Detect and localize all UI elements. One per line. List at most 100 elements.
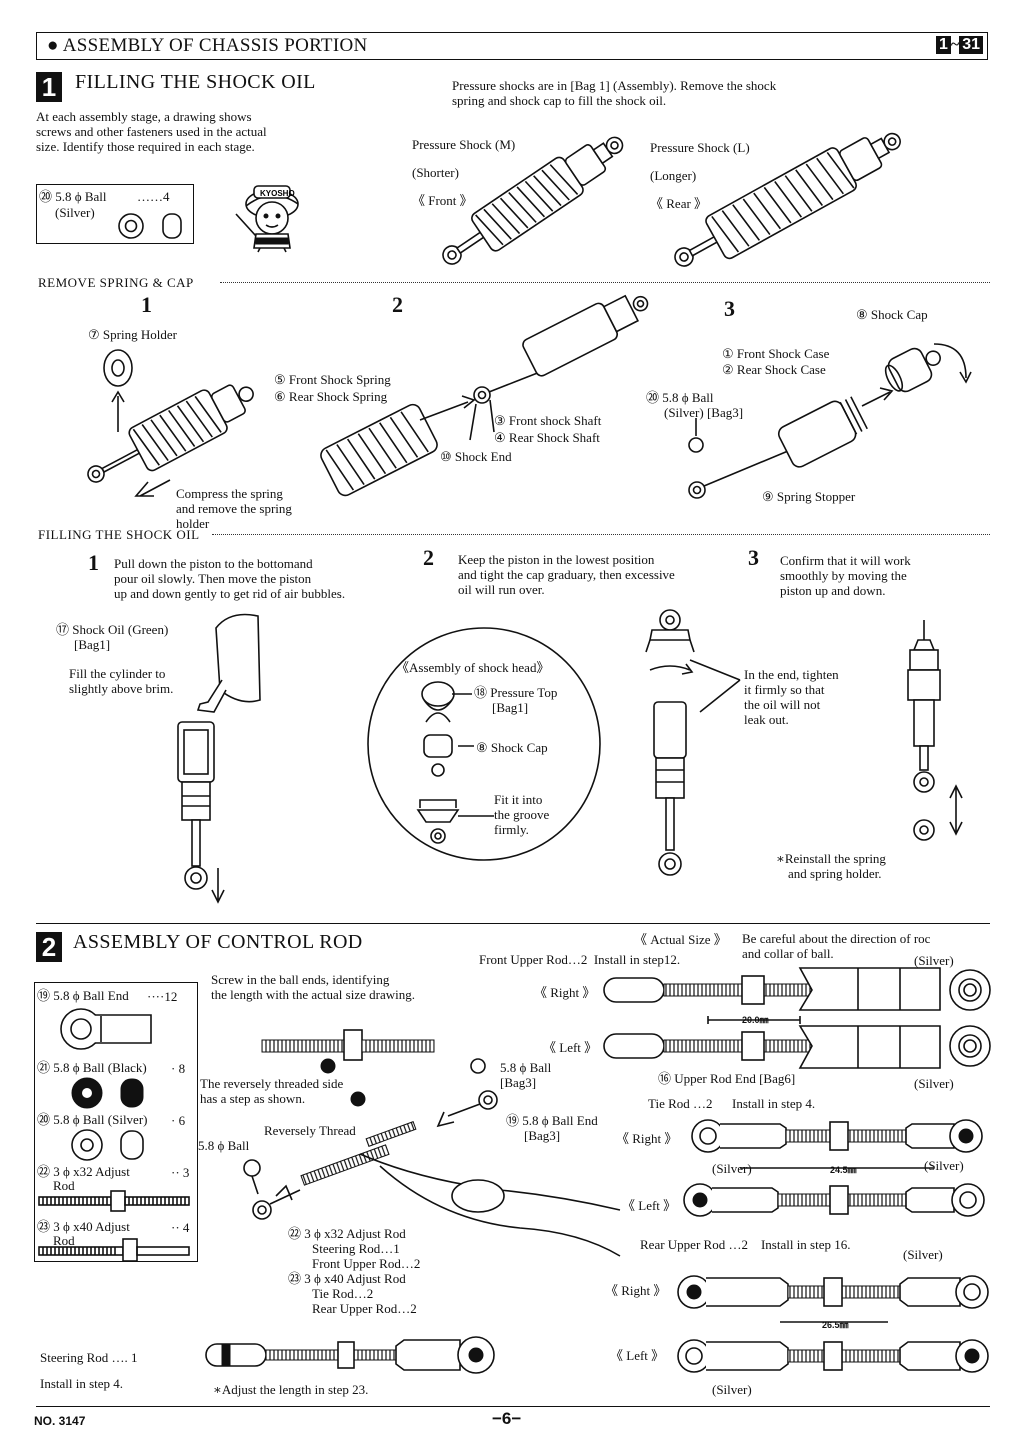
rear-upper-rod-right [677,1275,989,1323]
upper-rod-end-label: ⑯ Upper Rod End [Bag6] [658,1071,796,1086]
oil-bottle-illustration [196,613,261,713]
shock-head-title: 《Assembly of shock head》 [396,660,550,675]
doc-number: NO. 3147 [34,1414,86,1428]
silver-label-2: (Silver) [914,1076,954,1091]
rear-upper-label: Rear Upper Rod …2 Install in step 16. [640,1237,851,1252]
adjust-rod-40-icon [38,1238,190,1261]
range-end: 31 [959,36,983,54]
dim-26-5: 26.5㎜ [822,1320,849,1330]
label-front-case: ① Front Shock Case [722,346,830,361]
label-shock-end: ⑩ Shock End [440,449,512,464]
steering-rod-illustration [205,1336,495,1374]
tie-rod-right: 《 Right 》 [616,1131,678,1146]
svg-text:KYOSHO: KYOSHO [260,189,295,198]
label-shock-cap-2: ⑧ Shock Cap [476,740,548,755]
section1-title: FILLING THE SHOCK OIL [75,71,316,93]
silver-label-3: (Silver) [712,1161,752,1176]
front-upper-right: 《 Right 》 [534,985,596,1000]
rear-upper-right: 《 Right 》 [605,1283,667,1298]
label-rear-shaft: ④ Rear Shock Shaft [494,430,600,445]
front-upper-rod-left [603,1025,991,1069]
dim-24-5: 24.5㎜ [830,1165,857,1175]
dim-20: 20.0㎜ [742,1015,769,1025]
tie-rod-left [683,1183,985,1217]
page-range: 1~31 [935,36,983,54]
section-divider [36,923,990,924]
fill-step2-illustration [645,609,741,876]
pressure-shock-note: Pressure shocks are in [Bag 1] (Assembly… [452,78,777,108]
parts-box-ball: ⑳ 5.8 ϕ Ball ……4 (Silver) [36,184,194,244]
label-shock-oil: ⑰ Shock Oil (Green)[Bag1] [56,622,169,652]
section1-number: 1 [36,72,62,102]
adjust-rod-32-icon [38,1190,190,1212]
label-shock-cap: ⑧ Shock Cap [856,307,928,322]
label-pressure-top: ⑱ Pressure Top[Bag1] [474,685,558,715]
remove-step-2: 2 [392,292,403,317]
silver-ball-icon [71,1129,144,1161]
label-ball-bag3: ⑳ 5.8 ϕ Ball(Silver) [Bag3] [646,390,744,420]
ball-end-icon [60,1008,152,1050]
label-front-spring: ⑤ Front Shock Spring [274,372,391,387]
adjust-rod-list: ㉒ 3 ϕ x32 Adjust Rod Steering Rod…1 Fron… [288,1226,421,1316]
front-upper-left: 《 Left 》 [543,1040,598,1055]
footer-divider [36,1406,990,1407]
label-rear-spring: ⑥ Rear Shock Spring [274,389,388,404]
remove-step-1: 1 [141,292,152,317]
silver-label-1: (Silver) [914,953,954,968]
label-ball-right: 5.8 ϕ Ball[Bag3] [500,1060,552,1090]
range-start: 1 [935,36,951,54]
front-upper-label: Front Upper Rod…2 Install in step12. [479,952,681,967]
silver-label-4: (Silver) [924,1158,964,1173]
section2-number: 2 [36,932,62,962]
tie-rod-label: Tie Rod …2 Install in step 4. [648,1096,816,1111]
label-front-shaft: ③ Front shock Shaft [494,413,602,428]
tie-rod-left: 《 Left 》 [622,1198,677,1213]
fill-step3-illustration [907,620,963,841]
shock-l-label: Pressure Shock (L)(Longer)《 Rear 》 [650,140,750,211]
fill-step-3-num: 3 [748,545,759,570]
adjust-length-note: ∗Adjust the length in step 23. [213,1382,369,1397]
ball-actual-size-icon [118,213,182,239]
label-reversely-thread: Reversely Thread [264,1123,356,1138]
label-ball-end: ⑲ 5.8 ϕ Ball End[Bag3] [506,1113,598,1143]
actual-size-label: 《 Actual Size 》 [634,932,727,947]
filling-label: FILLING THE SHOCK OIL [38,527,200,542]
parts-box-control-rod: ⑲ 5.8 ϕ Ball End ····12 ㉑ 5.8 ϕ Ball (Bl… [34,982,198,1262]
rear-upper-rod-left [677,1339,989,1373]
shock-m-label: Pressure Shock (M)(Shorter)《 Front 》 [412,137,516,208]
remove-spring-label: REMOVE SPRING & CAP [38,275,194,290]
fill-shock-illustration [177,721,225,904]
section2-title: ASSEMBLY OF CONTROL ROD [73,931,363,953]
label-spring-holder: ⑦ Spring Holder [88,327,177,342]
label-spring-stopper: ⑨ Spring Stopper [762,489,856,504]
mascot-icon: KYOSHO [235,185,299,253]
label-ball-left: 5.8 ϕ Ball [198,1138,250,1153]
front-upper-rod-right [603,967,991,1024]
label-rear-case: ② Rear Shock Case [722,362,826,377]
range-sep: ~ [950,36,960,53]
fill-step-1-num: 1 [88,550,99,575]
page-header: ● ASSEMBLY OF CHASSIS PORTION 1~31 [36,32,988,60]
silver-label-6: (Silver) [712,1382,752,1397]
silver-label-5: (Silver) [903,1247,943,1262]
header-title: ● ASSEMBLY OF CHASSIS PORTION [47,35,368,56]
remove-step1-illustration [87,349,254,497]
page-number: −6− [492,1409,522,1428]
remove-step-3: 3 [724,296,735,321]
dotted-divider-2 [212,534,990,535]
fill-step-2-num: 2 [423,545,434,570]
rear-upper-left: 《 Left 》 [610,1348,665,1363]
black-ball-icon [71,1077,144,1109]
